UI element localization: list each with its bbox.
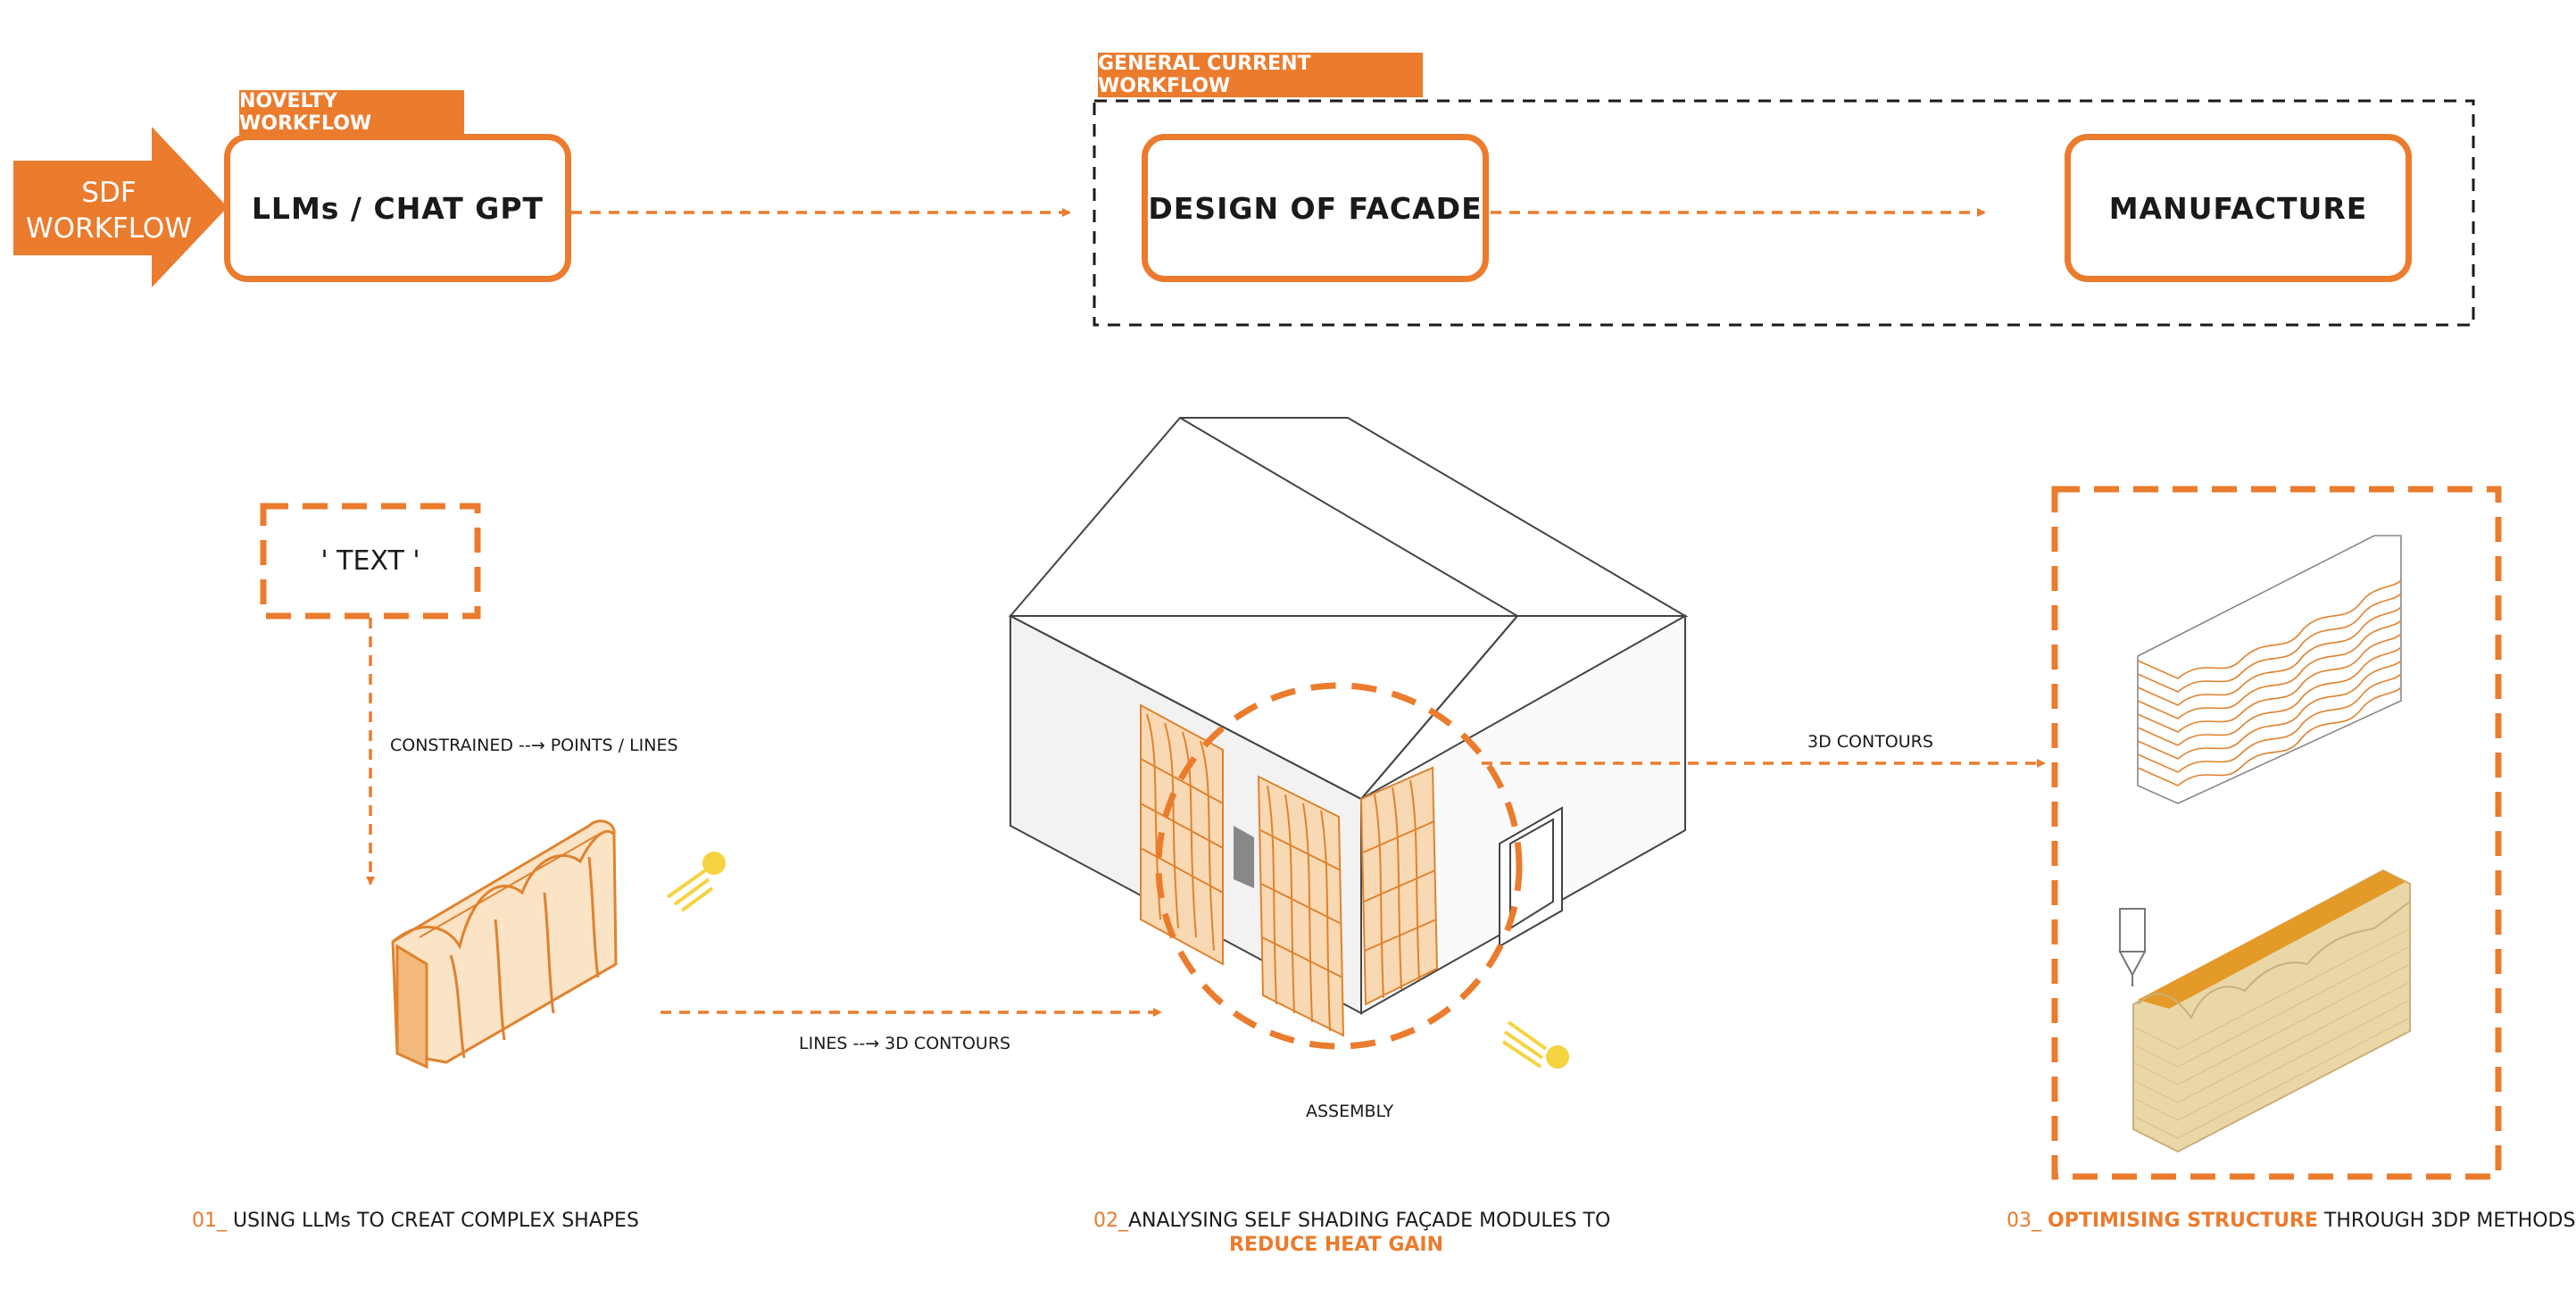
design-of-facade-box[interactable]: DESIGN OF FACADE <box>1142 134 1489 282</box>
caption-stage-2: 02_ANALYSING SELF SHADING FAÇADE MODULES… <box>1093 1210 1610 1256</box>
caption-1-text: USING LLMs TO CREAT COMPLEX SHAPES <box>233 1210 639 1232</box>
sdf-label-line1: SDF <box>81 177 137 209</box>
caption-stage-3: 03_ OPTIMISING STRUCTURE THROUGH 3DP MET… <box>2007 1210 2575 1232</box>
caption-3-number: 03_ <box>2007 1210 2041 1232</box>
novelty-workflow-tag: NOVELTY WORKFLOW <box>239 90 464 135</box>
general-workflow-frame <box>1093 99 2475 327</box>
sun-icon <box>1501 1020 1569 1069</box>
3d-contours-label: 3D CONTOURS <box>1807 732 1933 752</box>
caption-3-text: THROUGH 3DP METHODS <box>2317 1210 2576 1232</box>
3d-print-nozzle-icon <box>2118 908 2147 986</box>
caption-stage-1: 01_ USING LLMs TO CREAT COMPLEX SHAPES <box>192 1210 639 1232</box>
text-input-label: ' TEXT ' <box>320 545 420 577</box>
house-isometric-drawing <box>1008 417 1689 1015</box>
optimisation-frame <box>2051 486 2502 1180</box>
caption-2-highlight: REDUCE HEAT GAIN <box>1228 1234 1444 1256</box>
sdf-workflow-arrow-icon <box>13 127 228 287</box>
printed-wall-solid <box>2132 869 2411 1153</box>
facade-fins-middle <box>1257 775 1345 1037</box>
lines-to-contours-label: LINES --→ 3D CONTOURS <box>799 1034 1011 1053</box>
general-workflow-tag: GENERAL CURRENT WORKFLOW <box>1098 53 1423 97</box>
text-input-frame <box>260 503 481 620</box>
contour-wall-layered <box>2137 535 2402 804</box>
facade-fins-right <box>1359 766 1439 1006</box>
sdf-workflow-label: SDF WORKFLOW <box>20 175 198 246</box>
constrained-label: CONSTRAINED --→ POINTS / LINES <box>390 736 678 755</box>
caption-3-highlight: OPTIMISING STRUCTURE <box>2048 1210 2318 1232</box>
facade-fins-left <box>1140 703 1224 966</box>
llm-chatgpt-box[interactable]: LLMs / CHAT GPT <box>224 134 571 282</box>
manufacture-box[interactable]: MANUFACTURE <box>2065 134 2412 282</box>
assembly-label: ASSEMBLY <box>1306 1102 1394 1121</box>
assembly-focus-circle <box>1155 682 1523 1050</box>
caption-2-text: ANALYSING SELF SHADING FAÇADE MODULES TO <box>1128 1210 1611 1232</box>
sun-icon <box>666 852 726 912</box>
sdf-label-line2: WORKFLOW <box>26 212 192 245</box>
caption-2-number: 02_ <box>1093 1210 1128 1232</box>
caption-1-number: 01_ <box>192 1210 227 1232</box>
wavy-module-icon <box>391 819 618 1069</box>
